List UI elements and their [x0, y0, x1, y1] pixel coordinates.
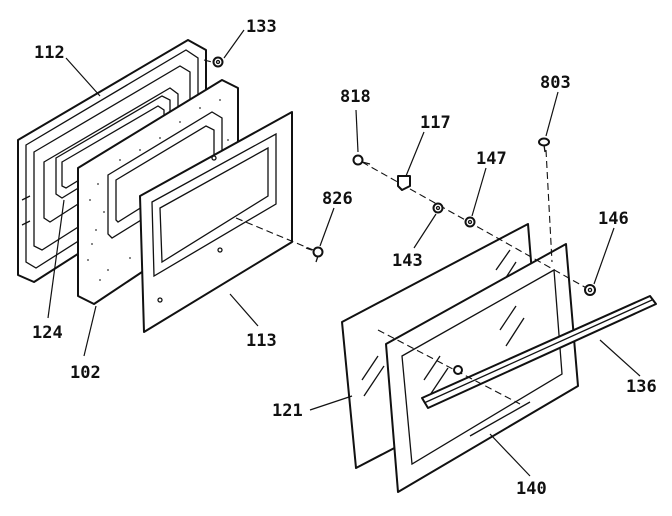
part-133-screw	[212, 56, 224, 68]
callout-143: 143	[392, 251, 423, 271]
part-147-washer	[464, 216, 476, 228]
part-143-washer	[432, 202, 444, 214]
glass-washer	[453, 365, 463, 375]
callout-147: 147	[476, 149, 507, 169]
callout-121: 121	[272, 401, 303, 421]
part-826-screw	[305, 246, 324, 263]
part-113-inner-panel	[139, 111, 293, 333]
callout-136: 136	[626, 377, 657, 397]
callout-140: 140	[516, 479, 547, 499]
part-136-trim-strip	[421, 295, 657, 409]
callout-803: 803	[540, 73, 571, 93]
callout-146: 146	[598, 209, 629, 229]
leader-lines	[47, 29, 641, 477]
callout-labels: 112 133 818 803 117 147 826 146 143 124 …	[32, 17, 657, 499]
callout-113: 113	[246, 331, 277, 351]
part-146-washer	[584, 284, 596, 296]
part-803-screw	[538, 137, 550, 153]
part-117-clip	[397, 175, 411, 191]
callout-133: 133	[246, 17, 277, 37]
callout-102: 102	[70, 363, 101, 383]
part-818-screw	[352, 154, 371, 166]
part-140-door-frame	[385, 243, 579, 493]
callout-117: 117	[420, 113, 451, 133]
callout-124: 124	[32, 323, 63, 343]
callout-112: 112	[34, 43, 65, 63]
callout-826: 826	[322, 189, 353, 209]
callout-818: 818	[340, 87, 371, 107]
